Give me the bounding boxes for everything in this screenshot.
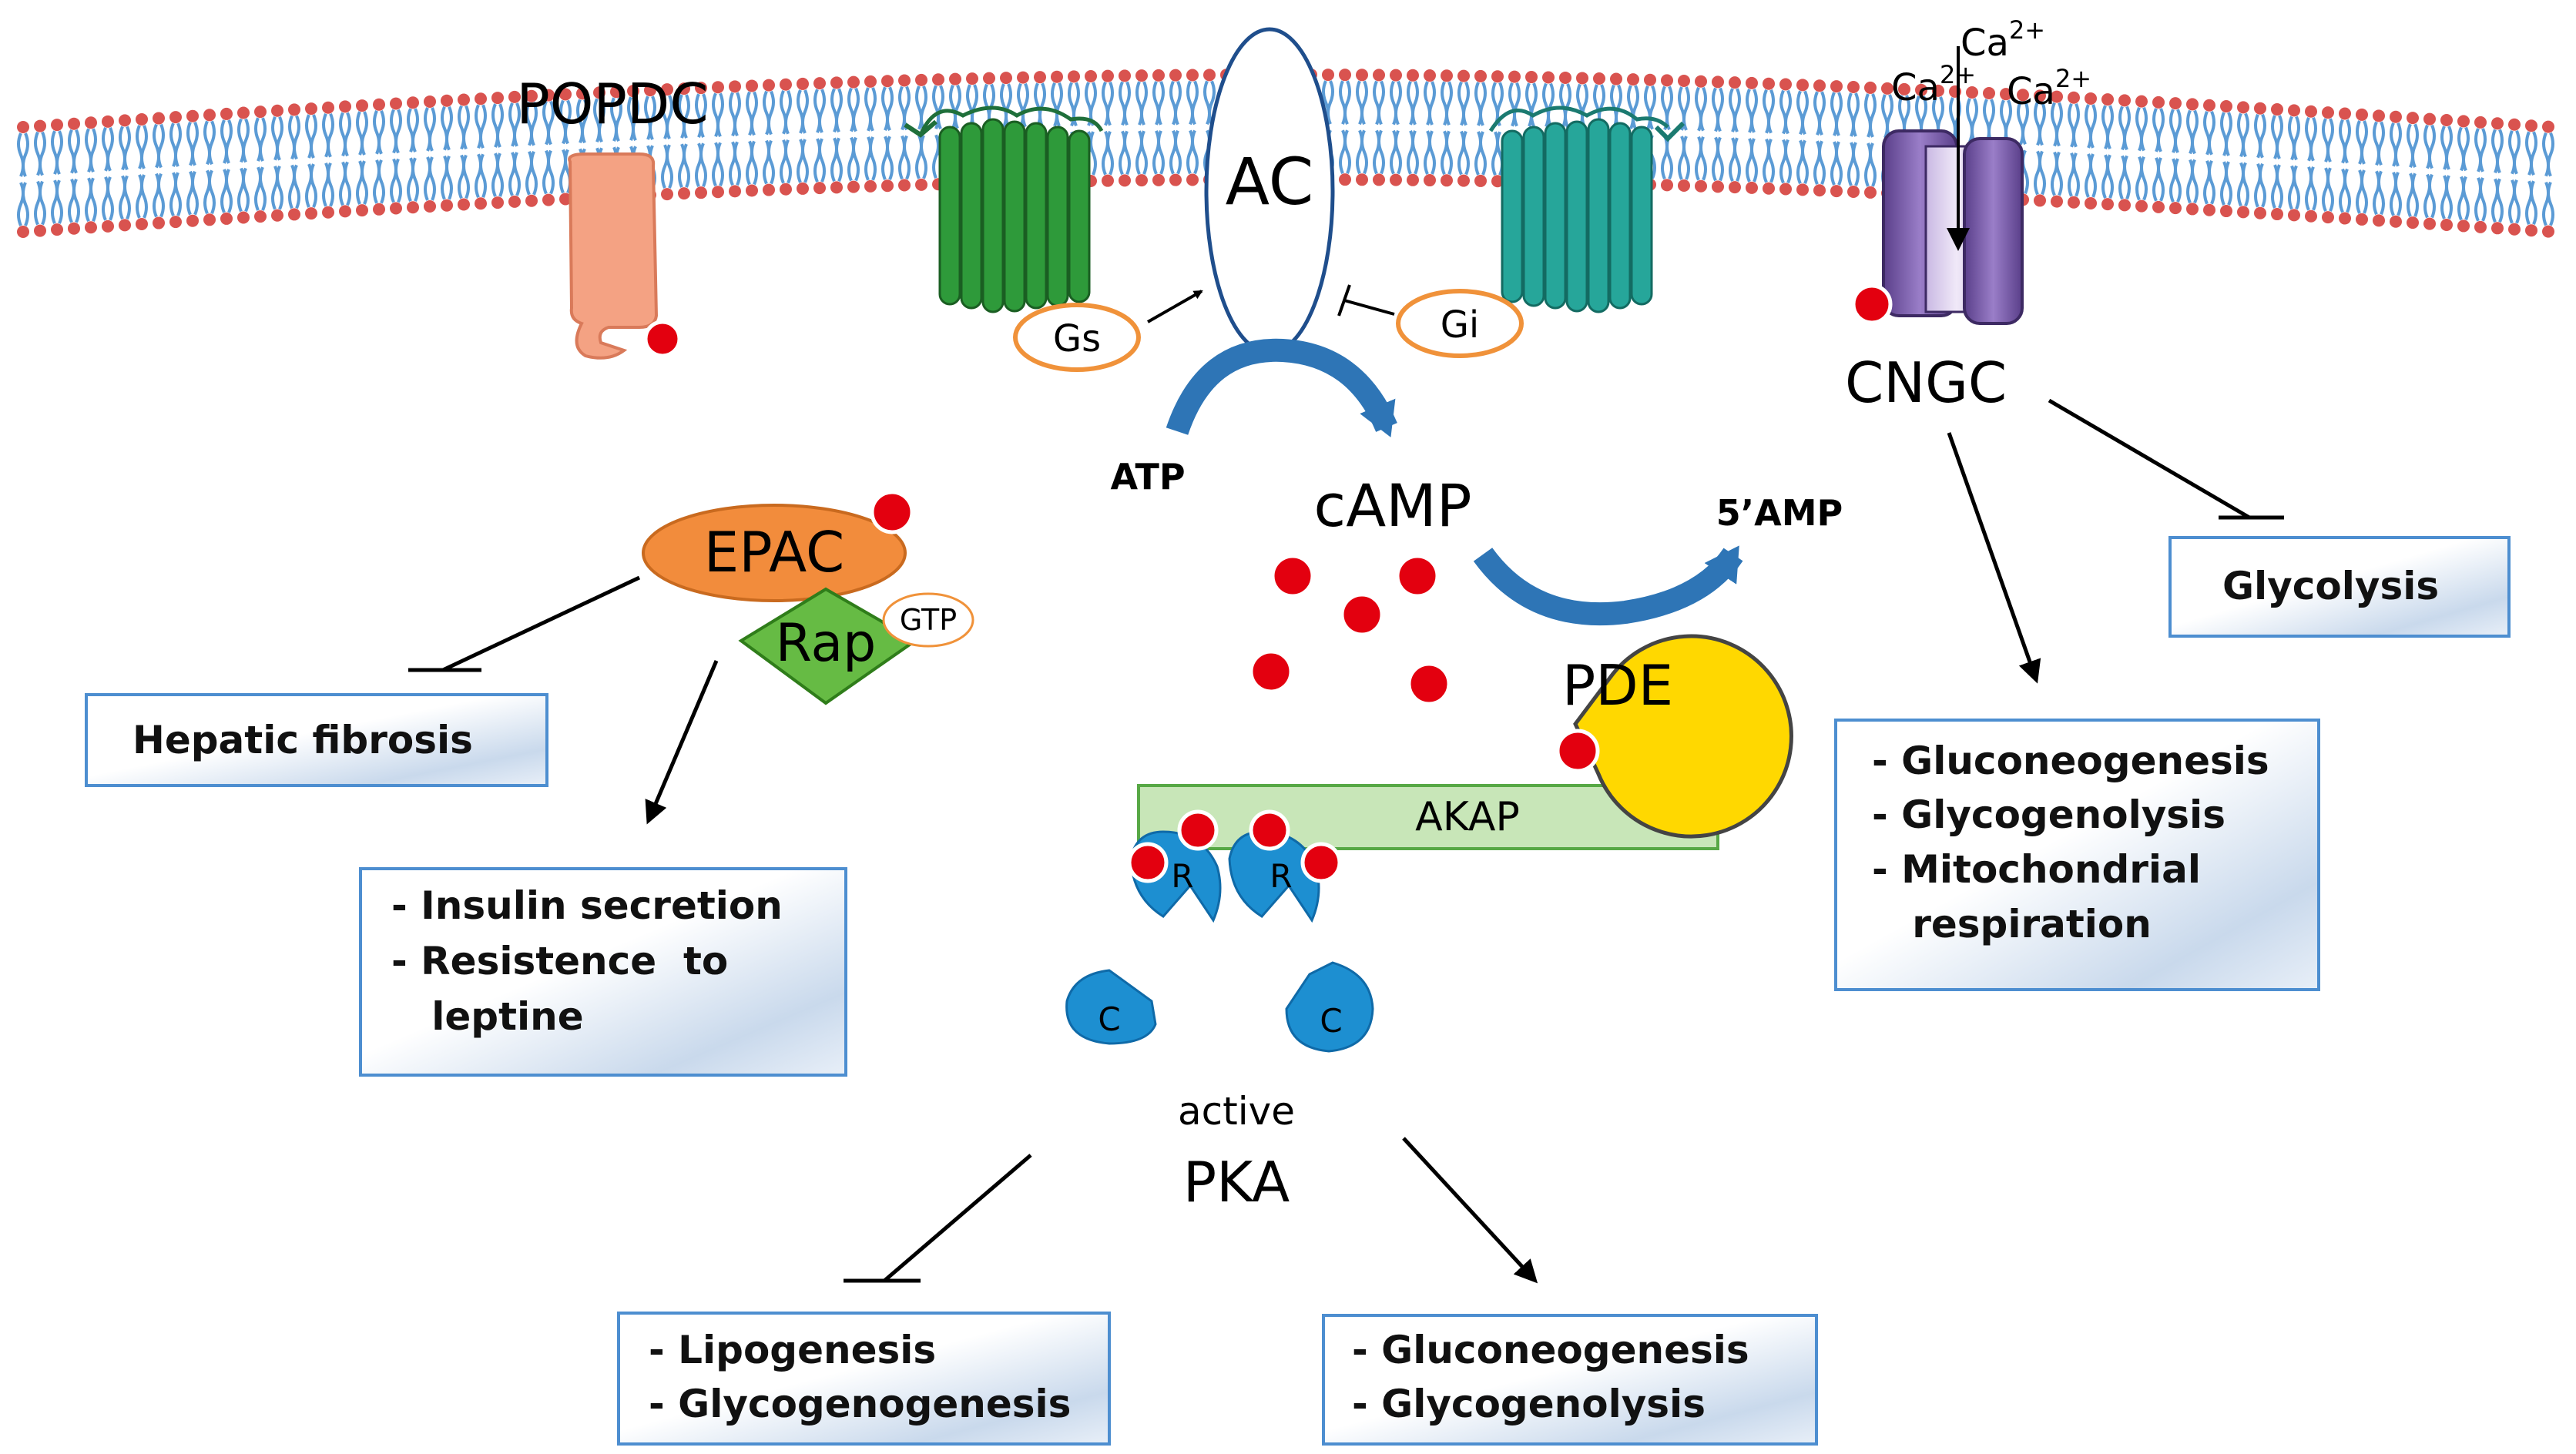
box-cngc-line-1: - Gluconeogenesis bbox=[1872, 739, 2269, 783]
box-pka-activated: - Gluconeogenesis - Glycogenolysis bbox=[1322, 1314, 1818, 1446]
cngc-label: CNGC bbox=[1845, 350, 2007, 415]
cngc-activates-arrow bbox=[1947, 432, 2041, 684]
pka-activates-arrow bbox=[1402, 1137, 1538, 1284]
calcium-ion-1: Ca2+ bbox=[1891, 60, 1976, 109]
pka-inhibits-line bbox=[883, 1154, 1032, 1282]
pka-r-label-1: R bbox=[1171, 857, 1193, 895]
box-pka-activated-line-2: - Glycogenolysis bbox=[1352, 1382, 1706, 1426]
box-hepatic-fibrosis: Hepatic fibrosis bbox=[85, 693, 548, 787]
popdc-protein bbox=[568, 152, 682, 360]
atp-to-camp-arrow bbox=[1166, 338, 1397, 437]
gi-label: Gi bbox=[1441, 303, 1480, 347]
box-epac-effects: - Insulin secretion - Resistence to lept… bbox=[359, 867, 847, 1077]
box-epac-line-1: - Insulin secretion bbox=[391, 883, 783, 928]
camp-to-amp-arrow bbox=[1473, 545, 1743, 626]
epac-label: EPAC bbox=[704, 520, 845, 585]
calcium-ion-3: Ca2+ bbox=[2007, 64, 2091, 113]
box-glycolysis-line-1: Glycolysis bbox=[2222, 564, 2439, 608]
box-cngc-line-4: respiration bbox=[1872, 902, 2152, 946]
pka-catalytic-subunits bbox=[1065, 961, 1374, 1053]
gi-protein bbox=[1396, 289, 1524, 358]
akap-label: AKAP bbox=[1415, 794, 1520, 840]
box-pka-inhibited-line-2: - Glycogenogenesis bbox=[649, 1382, 1071, 1426]
box-pka-activated-line-1: - Gluconeogenesis bbox=[1352, 1328, 1749, 1372]
box-cngc-line-2: - Glycogenolysis bbox=[1872, 792, 2225, 837]
box-epac-line-2: - Resistence to bbox=[391, 939, 728, 983]
box-pka-inhibited-line-1: - Lipogenesis bbox=[649, 1328, 936, 1372]
pka-c-label-2: C bbox=[1320, 1002, 1342, 1040]
ac-label: AC bbox=[1226, 144, 1314, 219]
popdc-label: POPDC bbox=[516, 72, 708, 136]
cngc-channel bbox=[1851, 46, 2024, 325]
cngc-inhibits-line bbox=[2048, 398, 2251, 520]
pka-c-label-1: C bbox=[1098, 1000, 1120, 1038]
rap-label: Rap bbox=[776, 613, 877, 674]
box-cngc-line-3: - Mitochondrial bbox=[1872, 847, 2201, 892]
calcium-ion-2: Ca2+ bbox=[1961, 15, 2045, 65]
pka-active-label: active bbox=[1178, 1089, 1295, 1134]
box-epac-line-3: leptine bbox=[391, 994, 584, 1039]
pka-r-label-2: R bbox=[1270, 857, 1292, 895]
amp5-label: 5’AMP bbox=[1716, 492, 1843, 534]
epac-protein bbox=[642, 490, 914, 602]
gi-receptor bbox=[1488, 106, 1685, 313]
epac-activates-arrow bbox=[645, 660, 719, 825]
gi-inhibits-ac bbox=[1337, 284, 1395, 317]
pde-enzyme bbox=[1555, 634, 1793, 839]
camp-molecules bbox=[1249, 554, 1451, 706]
box-pka-inhibited: - Lipogenesis - Glycogenogenesis bbox=[617, 1312, 1111, 1446]
box-hepatic-line-1: Hepatic fibrosis bbox=[132, 718, 473, 762]
gtp-badge bbox=[882, 592, 974, 648]
gtp-label: GTP bbox=[900, 603, 957, 637]
gs-protein bbox=[1013, 303, 1141, 372]
pde-label: PDE bbox=[1562, 653, 1673, 718]
epac-inhibits-fibrosis-line bbox=[441, 575, 641, 672]
gs-label: Gs bbox=[1053, 317, 1101, 360]
pka-label: PKA bbox=[1183, 1150, 1290, 1214]
box-glycolysis: Glycolysis bbox=[2168, 536, 2511, 638]
camp-label: cAMP bbox=[1313, 471, 1471, 540]
box-cngc-effects: - Gluconeogenesis - Glycogenolysis - Mit… bbox=[1834, 719, 2320, 991]
gs-activates-ac-arrow bbox=[1147, 290, 1203, 323]
gs-receptor bbox=[904, 106, 1104, 313]
atp-label: ATP bbox=[1110, 456, 1185, 498]
pka-regulatory-subunits bbox=[1127, 809, 1342, 923]
